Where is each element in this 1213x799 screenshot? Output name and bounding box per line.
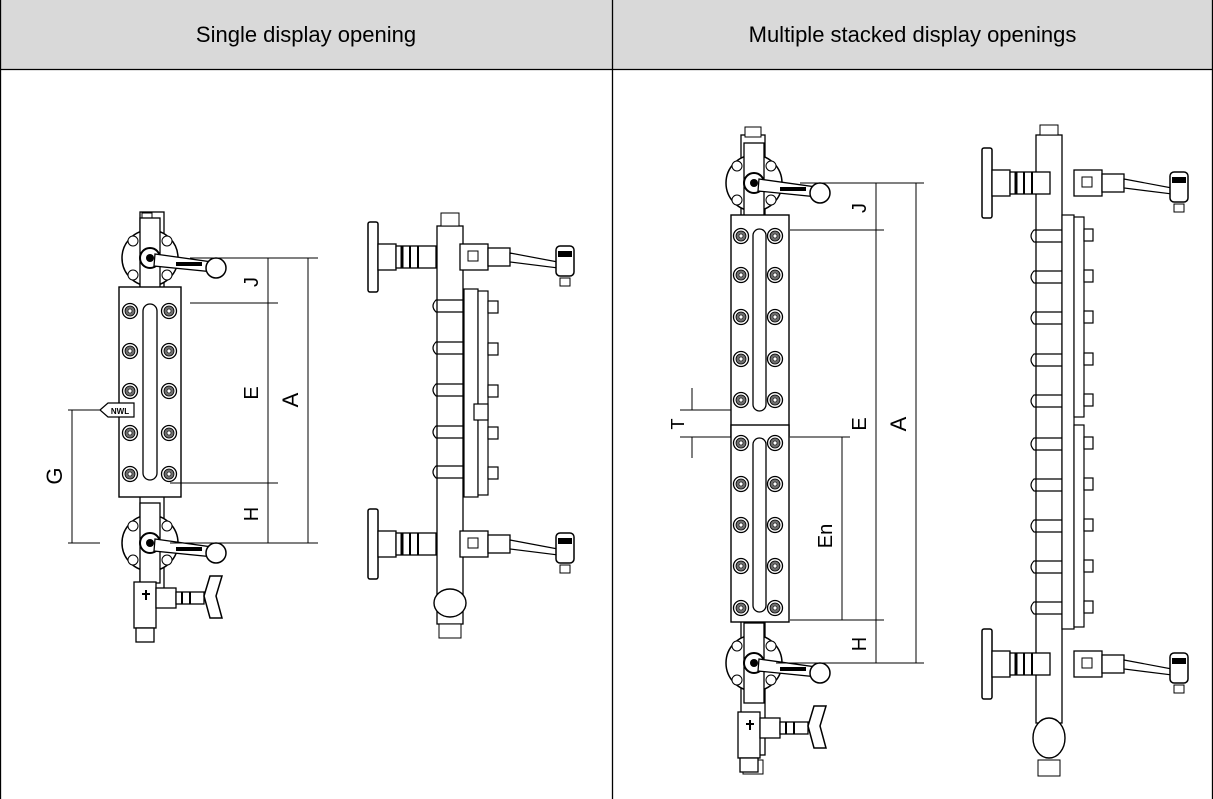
dim-en-right: En [815,524,837,548]
nwl-label: NWL [111,407,129,416]
dim-a-left: A [278,392,303,407]
dim-e-right: E [849,417,871,430]
dim-t-right: T [668,419,688,430]
dim-a-right: A [886,416,911,431]
left-dimension-lines [68,257,318,544]
dim-j-left: J [241,277,263,287]
left-front-view [118,211,227,643]
header-multiple-openings: Multiple stacked display openings [612,0,1213,69]
right-dimension-lines [680,182,924,664]
left-side-view [366,212,576,639]
dim-h-right: H [849,637,871,651]
nwl-tag [99,402,135,418]
header-single-opening: Single display opening [0,0,612,69]
right-front-view [725,126,831,775]
dim-j-right: J [849,203,871,213]
dim-g-left: G [42,467,67,484]
dim-h-left: H [241,507,263,521]
dim-e-left: E [241,386,263,399]
right-side-view [980,124,1190,777]
